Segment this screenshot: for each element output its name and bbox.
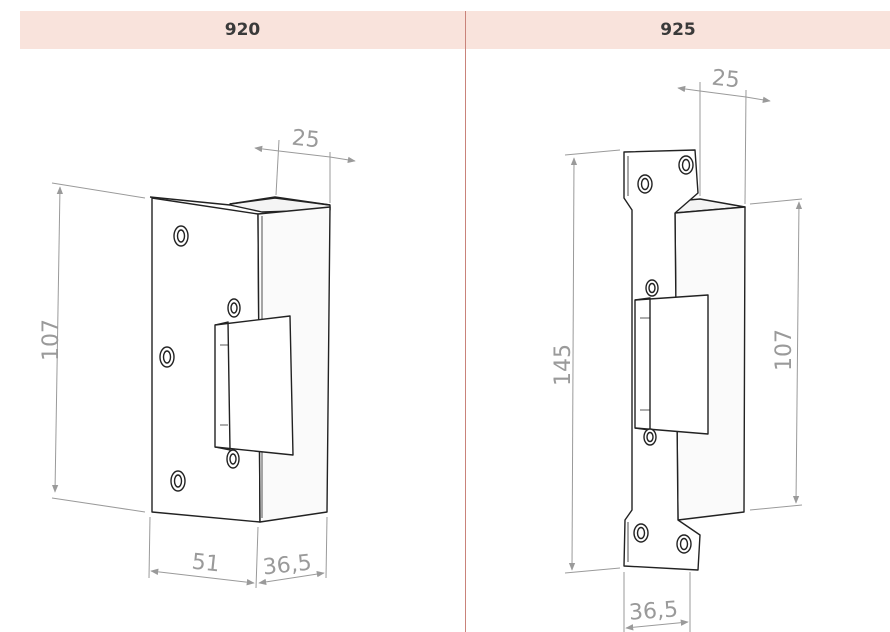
- strike-925-latch: [634, 294, 709, 435]
- dim-920-height: 107: [39, 319, 64, 361]
- column-divider: [465, 11, 466, 632]
- dim-925-bottom: 36,5: [628, 597, 679, 625]
- header-920-label: 920: [224, 20, 261, 40]
- strike-920-latch: [214, 315, 294, 456]
- dim-920-depth: 36,5: [262, 551, 313, 581]
- header-925-label: 925: [660, 20, 696, 40]
- strike-920-drawing: [149, 196, 331, 523]
- dim-920-width: 51: [190, 550, 220, 578]
- dim-920-top: 25: [290, 126, 320, 154]
- dim-925-total-height: 145: [551, 344, 576, 386]
- dimensions-925: [564, 82, 803, 632]
- strike-920-screw-holes: [159, 225, 241, 492]
- dimension-labels-925: 145 107 25 36,5: [551, 66, 797, 626]
- dimension-labels-920: 107 51 36,5 25: [39, 126, 321, 581]
- dim-925-top: 25: [710, 66, 740, 94]
- dimensions-920: [51, 139, 356, 589]
- header-925: 925: [466, 11, 890, 49]
- strike-925-screw-holes: [633, 155, 694, 554]
- header-920: 920: [20, 11, 465, 49]
- strike-925-drawing: [623, 149, 746, 571]
- dim-925-body-height: 107: [772, 329, 797, 371]
